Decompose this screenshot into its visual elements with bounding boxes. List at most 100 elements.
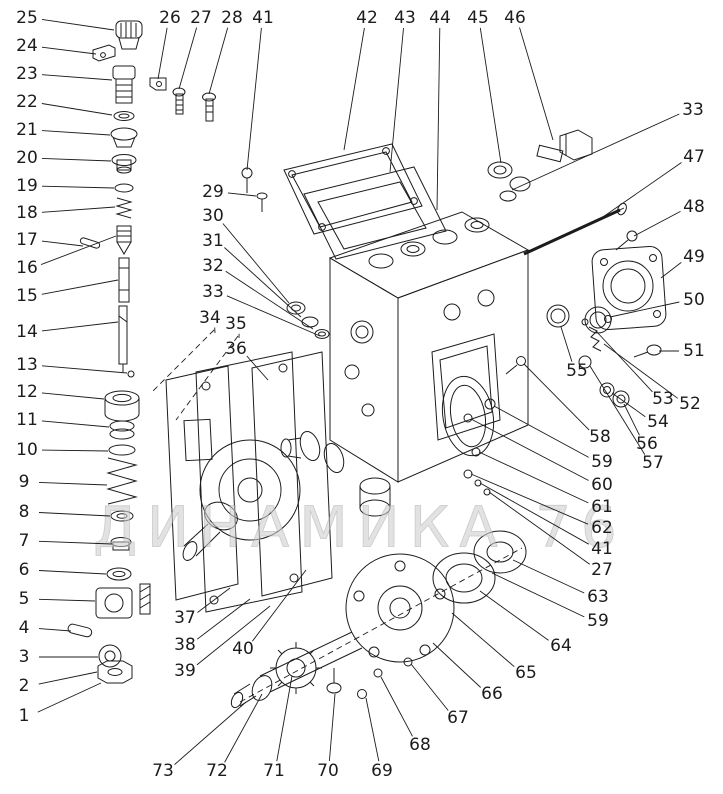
leader-line-61 bbox=[478, 451, 589, 504]
leader-line-57 bbox=[589, 365, 646, 455]
part-number-10: 10 bbox=[16, 440, 38, 460]
leader-line-11 bbox=[41, 420, 110, 428]
leader-line-21 bbox=[41, 130, 111, 136]
part-number-33: 33 bbox=[682, 100, 704, 120]
part-number-3: 3 bbox=[19, 647, 30, 667]
leader-line-27 bbox=[488, 491, 590, 565]
leader-line-15 bbox=[41, 279, 119, 295]
leader-line-26 bbox=[157, 27, 168, 80]
part-number-36: 36 bbox=[225, 339, 247, 359]
leader-line-46 bbox=[519, 27, 554, 141]
part-number-31: 31 bbox=[202, 231, 224, 251]
part-number-5: 5 bbox=[19, 589, 30, 609]
part-number-28: 28 bbox=[221, 8, 243, 28]
part-number-4: 4 bbox=[19, 618, 30, 638]
leader-line-40 bbox=[252, 569, 307, 642]
part-number-33: 33 bbox=[202, 282, 224, 302]
part-number-42: 42 bbox=[356, 8, 378, 28]
leader-line-62 bbox=[470, 473, 589, 525]
leader-line-32 bbox=[225, 270, 314, 330]
leader-line-54 bbox=[611, 392, 646, 418]
leader-line-13 bbox=[41, 365, 128, 374]
part-number-14: 14 bbox=[16, 322, 38, 342]
part-number-67: 67 bbox=[447, 708, 469, 728]
leader-line-20 bbox=[41, 157, 112, 162]
part-number-1: 1 bbox=[19, 706, 30, 726]
part-number-40: 40 bbox=[232, 639, 254, 659]
leader-line-27 bbox=[178, 27, 198, 90]
leader-line-41 bbox=[246, 27, 262, 171]
top-fasteners bbox=[149, 77, 268, 212]
part-number-30: 30 bbox=[202, 206, 224, 226]
leader-line-66 bbox=[432, 642, 482, 688]
part-number-38: 38 bbox=[174, 635, 196, 655]
plunger-and-valve-parts-stack bbox=[67, 20, 151, 684]
leader-line-41 bbox=[479, 482, 590, 545]
leader-line-64 bbox=[479, 590, 549, 641]
part-number-45: 45 bbox=[467, 8, 489, 28]
leader-line-16 bbox=[40, 235, 117, 266]
leader-line-19 bbox=[41, 185, 115, 189]
part-number-53: 53 bbox=[652, 389, 674, 409]
part-number-17: 17 bbox=[16, 230, 38, 250]
leader-line-59 bbox=[491, 572, 585, 618]
part-number-35: 35 bbox=[225, 314, 247, 334]
leader-line-44 bbox=[436, 27, 441, 211]
part-number-27: 27 bbox=[190, 8, 212, 28]
leader-line-60 bbox=[470, 418, 589, 481]
part-number-23: 23 bbox=[16, 64, 38, 84]
part-number-44: 44 bbox=[429, 8, 451, 28]
part-number-20: 20 bbox=[16, 148, 38, 168]
part-number-48: 48 bbox=[683, 197, 705, 217]
leader-line-70 bbox=[328, 693, 336, 762]
leader-line-14 bbox=[41, 321, 119, 332]
pump-housing bbox=[328, 211, 530, 517]
leader-line-69 bbox=[365, 697, 380, 762]
part-number-21: 21 bbox=[16, 120, 38, 140]
part-number-19: 19 bbox=[16, 176, 38, 196]
camshaft bbox=[280, 430, 345, 474]
part-number-6: 6 bbox=[19, 560, 30, 580]
leader-line-72 bbox=[224, 693, 263, 763]
leader-line-37 bbox=[197, 587, 231, 613]
leader-line-50 bbox=[609, 301, 680, 318]
leader-line-6 bbox=[38, 570, 107, 575]
part-number-50: 50 bbox=[683, 290, 705, 310]
part-number-7: 7 bbox=[19, 531, 30, 551]
part-number-51: 51 bbox=[683, 341, 705, 361]
top-cover-and-gasket bbox=[283, 143, 447, 260]
part-number-70: 70 bbox=[317, 761, 339, 781]
part-number-73: 73 bbox=[152, 761, 174, 781]
leader-line-18 bbox=[41, 206, 116, 213]
part-number-65: 65 bbox=[515, 663, 537, 683]
part-number-60: 60 bbox=[591, 475, 613, 495]
part-number-9: 9 bbox=[19, 472, 30, 492]
leader-line-36 bbox=[246, 355, 269, 381]
part-number-62: 62 bbox=[591, 518, 613, 538]
leader-line-48 bbox=[633, 211, 681, 237]
callout-layer: 2524232221201918171615141312111098765432… bbox=[16, 8, 705, 781]
part-number-49: 49 bbox=[683, 247, 705, 267]
leader-line-49 bbox=[660, 262, 682, 279]
leader-line-5 bbox=[38, 598, 96, 602]
part-number-61: 61 bbox=[591, 497, 613, 517]
part-number-37: 37 bbox=[174, 608, 196, 628]
part-number-34: 34 bbox=[199, 308, 221, 328]
leader-line-73 bbox=[174, 701, 247, 765]
leader-line-42 bbox=[343, 27, 365, 151]
part-number-57: 57 bbox=[642, 453, 664, 473]
part-number-2: 2 bbox=[19, 676, 30, 696]
part-number-26: 26 bbox=[159, 8, 181, 28]
leader-line-10 bbox=[41, 449, 109, 452]
leader-line-28 bbox=[208, 27, 229, 95]
part-number-22: 22 bbox=[16, 92, 38, 112]
part-number-47: 47 bbox=[683, 147, 705, 167]
part-number-41: 41 bbox=[591, 539, 613, 559]
leader-line-56 bbox=[623, 403, 640, 436]
leader-line-2 bbox=[38, 671, 98, 685]
leader-line-58 bbox=[523, 363, 590, 431]
part-number-63: 63 bbox=[587, 587, 609, 607]
part-number-25: 25 bbox=[16, 8, 38, 28]
